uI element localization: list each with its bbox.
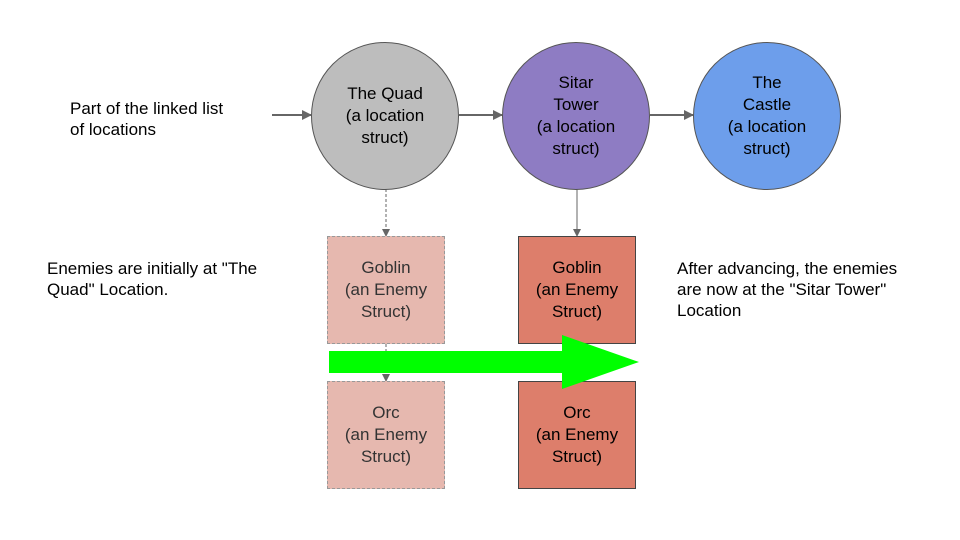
initial-position-note: Enemies are initially at "The Quad" Loca… (47, 259, 258, 299)
goblin-after: Goblin (an Enemy Struct) (518, 236, 636, 344)
linked-list-note: Part of the linked list of locations (70, 99, 224, 139)
location-the-quad: The Quad (a location struct) (311, 42, 459, 190)
after-advance-note: After advancing, the enemies are now at … (677, 259, 898, 320)
location-the-castle: The Castle (a location struct) (693, 42, 841, 190)
orc-after: Orc (an Enemy Struct) (518, 381, 636, 489)
location-sitar-tower: Sitar Tower (a location struct) (502, 42, 650, 190)
goblin-before: Goblin (an Enemy Struct) (327, 236, 445, 344)
orc-before: Orc (an Enemy Struct) (327, 381, 445, 489)
